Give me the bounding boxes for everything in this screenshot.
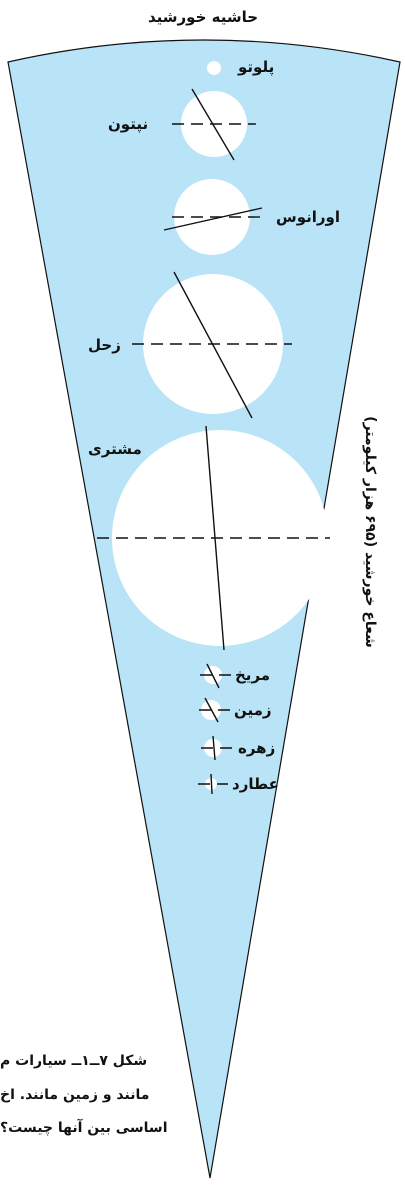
planet-mars: مریخ — [200, 663, 270, 689]
planet-jupiter: مشتری — [88, 425, 330, 651]
uranus-rotation-axis — [163, 207, 263, 231]
sun-radius-label: شعاع خورشید (۶۹۵ هزار کیلومتر) — [362, 416, 378, 648]
planet-mercury: عطارد — [198, 773, 279, 795]
sun-edge-title: حاشیه خورشید — [148, 8, 258, 26]
planet-label-mercury: عطارد — [232, 775, 279, 793]
planet-label-jupiter: مشتری — [88, 440, 142, 458]
planet-uranus: اورانوس — [163, 179, 340, 255]
planet-label-earth: زمین — [234, 701, 272, 719]
mercury-rotation-axis — [210, 773, 213, 795]
planet-label-saturn: زحل — [88, 336, 121, 354]
pluto-disc — [207, 61, 221, 75]
planet-label-uranus: اورانوس — [276, 208, 340, 226]
saturn-rotation-axis — [173, 271, 253, 419]
mars-rotation-axis — [206, 663, 220, 689]
planet-venus: زهره — [201, 735, 275, 761]
venus-rotation-axis — [212, 735, 216, 761]
planet-neptune: نپتون — [108, 88, 256, 161]
planet-label-neptune: نپتون — [108, 115, 148, 134]
planet-saturn: زحل — [88, 271, 292, 419]
earth-rotation-axis — [204, 697, 219, 723]
planet-label-pluto: پلوتو — [237, 58, 274, 77]
planet-earth: زمین — [199, 697, 272, 723]
caption-line-2: مانند و زمین مانند. اخ — [0, 1087, 150, 1103]
caption-line-1: شکل ۷ــ۱ــ سیارات م — [0, 1053, 148, 1069]
caption-line-3: اساسی بین آنها چیست؟ — [0, 1120, 168, 1136]
planet-label-mars: مریخ — [235, 666, 270, 684]
planet-pluto: پلوتو — [207, 58, 274, 77]
planet-label-venus: زهره — [238, 739, 275, 757]
